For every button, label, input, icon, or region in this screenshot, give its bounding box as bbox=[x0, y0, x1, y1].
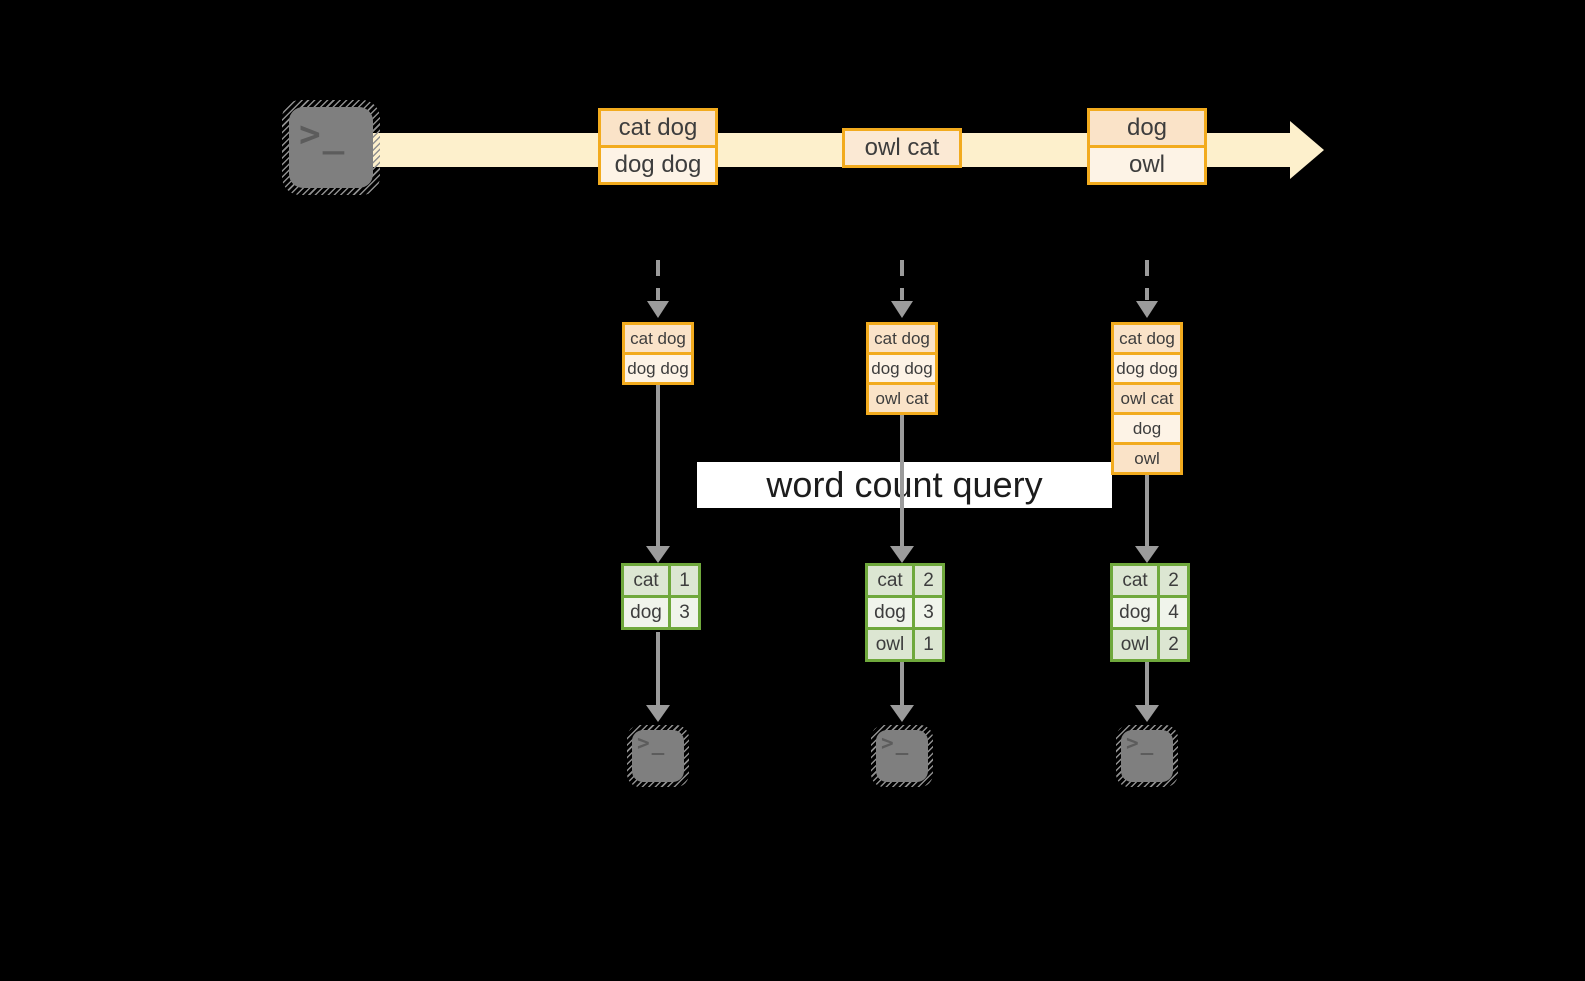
count-cell: 1 bbox=[912, 627, 945, 662]
table-row: cat 2 bbox=[1110, 563, 1190, 598]
table-row: cat 2 bbox=[865, 563, 945, 598]
dashed-arrow-down-icon bbox=[1145, 260, 1149, 300]
buffer-row: dog dog bbox=[866, 352, 938, 385]
table-row: dog 4 bbox=[1110, 595, 1190, 630]
buffer-row: owl cat bbox=[866, 382, 938, 415]
count-cell: 2 bbox=[912, 563, 945, 598]
stream-event-line: dog dog bbox=[598, 145, 718, 185]
arrow-down-icon bbox=[900, 661, 904, 705]
count-cell: 3 bbox=[668, 595, 701, 630]
arrow-down-icon bbox=[656, 632, 660, 705]
word-cell: owl bbox=[1110, 627, 1160, 662]
table-row: dog 3 bbox=[865, 595, 945, 630]
arrowhead-icon bbox=[646, 546, 670, 563]
buffer-row: dog dog bbox=[1111, 352, 1183, 385]
buffer-row: dog bbox=[1111, 412, 1183, 445]
stream-event-line: cat dog bbox=[598, 108, 718, 148]
buffer-row: cat dog bbox=[622, 322, 694, 355]
arrow-down-icon bbox=[1145, 661, 1149, 705]
count-table-1: cat 1 dog 3 bbox=[621, 563, 701, 630]
word-cell: dog bbox=[1110, 595, 1160, 630]
sink-terminal-icon: >_ bbox=[1116, 725, 1178, 787]
stream-event-2: owl cat bbox=[842, 128, 962, 168]
sink-terminal-icon: >_ bbox=[871, 725, 933, 787]
count-cell: 3 bbox=[912, 595, 945, 630]
arrowhead-icon bbox=[646, 705, 670, 722]
arrow-down-icon bbox=[656, 385, 660, 546]
prompt-glyph: >_ bbox=[881, 731, 911, 755]
buffer-row: owl cat bbox=[1111, 382, 1183, 415]
word-count-query-banner: word count query bbox=[697, 462, 1112, 508]
stream-event-line: owl cat bbox=[842, 128, 962, 168]
prompt-glyph: >_ bbox=[299, 114, 347, 155]
terminal-body bbox=[1121, 730, 1173, 782]
table-row: cat 1 bbox=[621, 563, 701, 598]
table-row: owl 2 bbox=[1110, 627, 1190, 662]
buffer-row: cat dog bbox=[866, 322, 938, 355]
count-table-3: cat 2 dog 4 owl 2 bbox=[1110, 563, 1190, 662]
count-cell: 4 bbox=[1157, 595, 1190, 630]
word-cell: cat bbox=[621, 563, 671, 598]
dashed-arrowhead-icon bbox=[891, 301, 913, 318]
input-buffer-2: cat dog dog dog owl cat bbox=[866, 322, 938, 415]
arrowhead-icon bbox=[890, 546, 914, 563]
sink-terminal-icon: >_ bbox=[627, 725, 689, 787]
prompt-glyph: >_ bbox=[1126, 731, 1156, 755]
table-row: dog 3 bbox=[621, 595, 701, 630]
input-buffer-3: cat dog dog dog owl cat dog owl bbox=[1111, 322, 1183, 475]
count-cell: 1 bbox=[668, 563, 701, 598]
terminal-body bbox=[632, 730, 684, 782]
buffer-row: owl bbox=[1111, 442, 1183, 475]
arrowhead-icon bbox=[1135, 705, 1159, 722]
word-cell: dog bbox=[865, 595, 915, 630]
source-terminal-icon: >_ bbox=[282, 100, 380, 195]
stream-event-line: dog bbox=[1087, 108, 1207, 148]
input-buffer-1: cat dog dog dog bbox=[622, 322, 694, 385]
arrow-down-icon bbox=[1145, 473, 1149, 546]
dashed-arrowhead-icon bbox=[647, 301, 669, 318]
word-cell: cat bbox=[865, 563, 915, 598]
stream-event-1: cat dog dog dog bbox=[598, 108, 718, 185]
table-row: owl 1 bbox=[865, 627, 945, 662]
dashed-arrow-down-icon bbox=[656, 260, 660, 300]
word-cell: owl bbox=[865, 627, 915, 662]
arrow-down-icon bbox=[900, 412, 904, 546]
stream-arrowhead-icon bbox=[1290, 121, 1324, 179]
buffer-row: cat dog bbox=[1111, 322, 1183, 355]
word-cell: cat bbox=[1110, 563, 1160, 598]
stream-event-3: dog owl bbox=[1087, 108, 1207, 185]
stream-event-line: owl bbox=[1087, 145, 1207, 185]
arrowhead-icon bbox=[1135, 546, 1159, 563]
word-cell: dog bbox=[621, 595, 671, 630]
dashed-arrow-down-icon bbox=[900, 260, 904, 300]
count-cell: 2 bbox=[1157, 627, 1190, 662]
dashed-arrowhead-icon bbox=[1136, 301, 1158, 318]
buffer-row: dog dog bbox=[622, 352, 694, 385]
count-cell: 2 bbox=[1157, 563, 1190, 598]
terminal-body bbox=[876, 730, 928, 782]
prompt-glyph: >_ bbox=[637, 731, 667, 755]
terminal-body bbox=[289, 107, 373, 188]
arrowhead-icon bbox=[890, 705, 914, 722]
count-table-2: cat 2 dog 3 owl 1 bbox=[865, 563, 945, 662]
